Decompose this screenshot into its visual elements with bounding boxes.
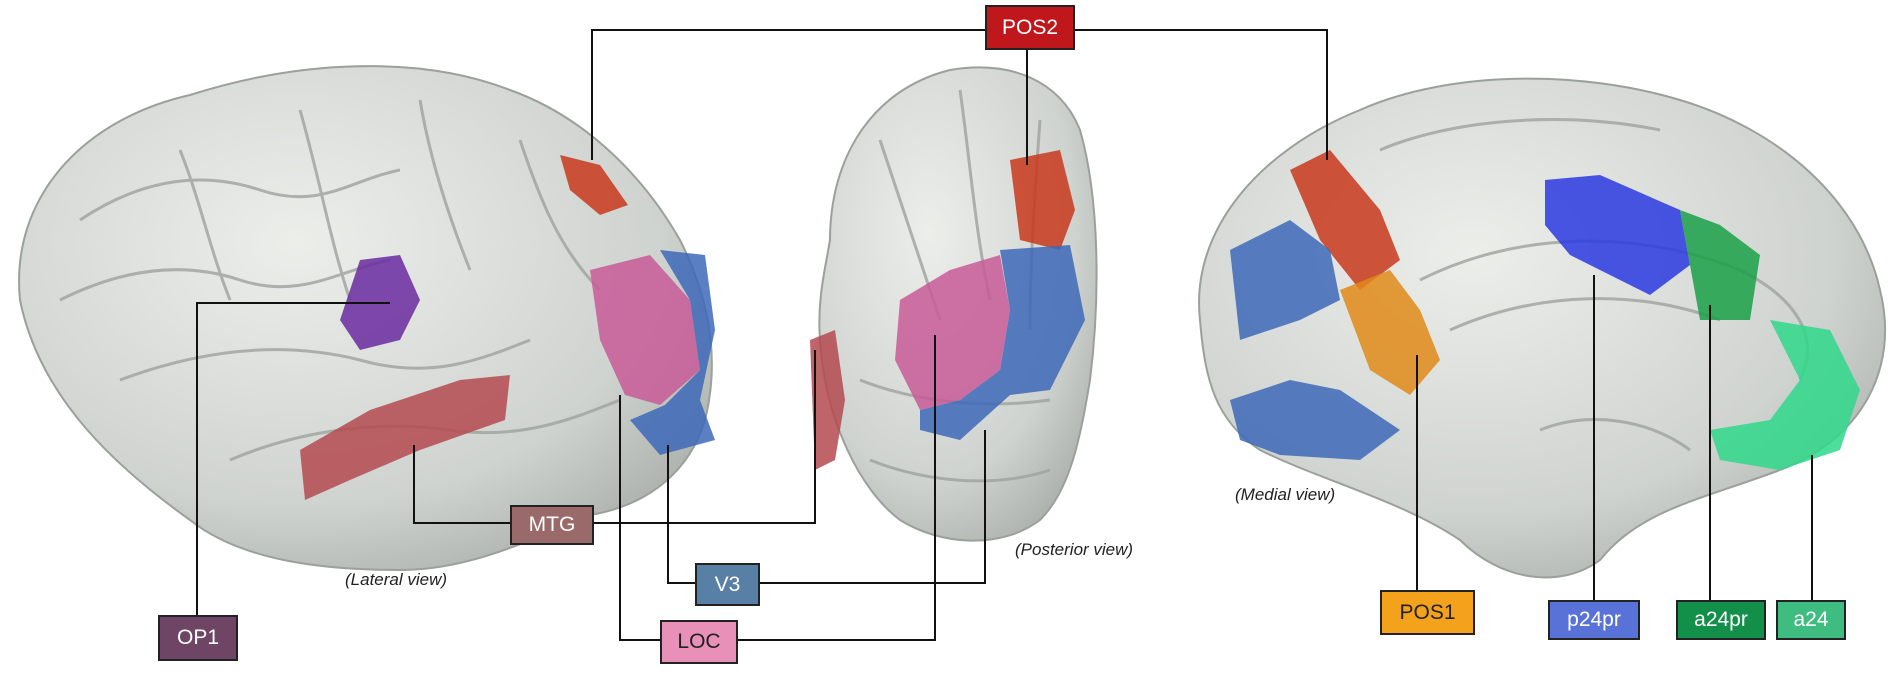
region-v3-posterior bbox=[920, 245, 1085, 440]
region-v3-medial-lower bbox=[1230, 380, 1400, 460]
label-pos1-text: POS1 bbox=[1399, 600, 1456, 624]
label-v3-text: V3 bbox=[714, 572, 741, 596]
region-pos1-medial bbox=[1340, 270, 1440, 395]
region-v3-medial bbox=[1230, 220, 1340, 340]
mtg-connector bbox=[413, 445, 510, 524]
region-loc-posterior bbox=[895, 255, 1010, 410]
pos2-connector bbox=[591, 29, 985, 160]
label-a24pr-text: a24pr bbox=[1694, 608, 1748, 631]
region-v3-lateral bbox=[630, 250, 715, 455]
region-pos2-posterior bbox=[1010, 150, 1075, 250]
region-mtg-posterior bbox=[810, 330, 845, 470]
label-pos2: POS2 bbox=[985, 5, 1075, 50]
lateral-brain bbox=[18, 65, 715, 572]
connector-lines bbox=[196, 29, 1813, 641]
region-p24pr-medial bbox=[1545, 175, 1690, 295]
label-loc: LOC bbox=[660, 620, 738, 664]
label-op1-text: OP1 bbox=[176, 626, 220, 649]
label-v3: V3 bbox=[695, 563, 760, 606]
caption-lateral-view: (Lateral view) bbox=[345, 570, 448, 589]
label-p24pr-text: p24pr bbox=[1567, 608, 1621, 631]
label-p24pr: p24pr bbox=[1548, 600, 1640, 640]
region-mtg-lateral bbox=[300, 375, 510, 500]
label-mtg-text: MTG bbox=[528, 513, 576, 536]
label-a24pr: a24pr bbox=[1676, 600, 1766, 640]
caption-posterior-view: (Posterior view) bbox=[1015, 540, 1134, 559]
loc-connector-posterior bbox=[738, 335, 936, 641]
label-mtg: MTG bbox=[510, 505, 594, 545]
op1-connector bbox=[196, 302, 390, 615]
pos2-connector-medial bbox=[1072, 29, 1328, 160]
v3-connector-posterior bbox=[759, 430, 986, 584]
label-loc-text: LOC bbox=[677, 630, 721, 653]
label-pos1: POS1 bbox=[1380, 590, 1475, 635]
region-loc-lateral bbox=[590, 255, 700, 405]
region-pos2-lateral bbox=[560, 155, 628, 215]
region-a24pr-medial bbox=[1640, 195, 1760, 320]
region-a24-medial bbox=[1710, 320, 1860, 470]
medial-brain bbox=[1198, 77, 1887, 579]
label-a24: a24 bbox=[1776, 600, 1846, 640]
v3-connector bbox=[667, 445, 695, 584]
posterior-brain bbox=[810, 66, 1098, 542]
caption-medial-view: (Medial view) bbox=[1235, 485, 1336, 504]
loc-connector bbox=[619, 395, 660, 641]
label-pos2-text: POS2 bbox=[1001, 15, 1059, 39]
region-pos2-medial bbox=[1290, 150, 1400, 290]
label-op1: OP1 bbox=[158, 615, 238, 661]
label-a24-text: a24 bbox=[1793, 608, 1829, 631]
